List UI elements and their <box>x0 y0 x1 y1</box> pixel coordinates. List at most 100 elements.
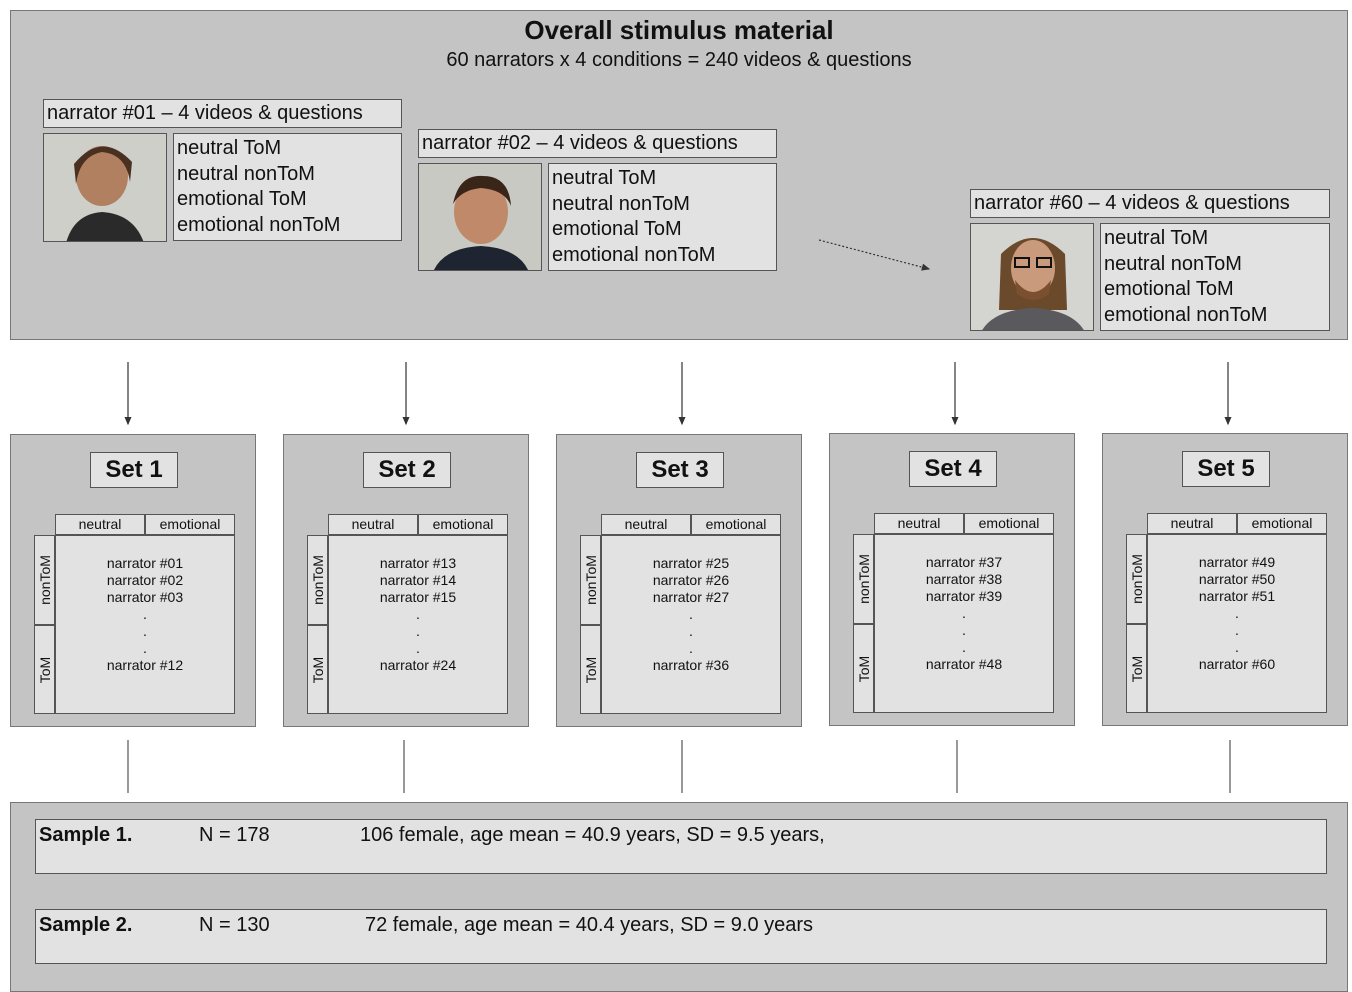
ellipsis-dots: ... <box>962 605 966 655</box>
condition-label: neutral ToM <box>552 167 657 189</box>
condition-label: emotional nonToM <box>1104 303 1268 326</box>
row-label: ToM <box>36 656 53 683</box>
set-title: Set 5 <box>1182 451 1270 487</box>
set-title: Set 4 <box>909 451 997 487</box>
ellipsis-dots: ... <box>416 606 420 656</box>
col-header-neutral: neutral <box>55 514 145 535</box>
row-header-tom: ToM <box>1126 624 1147 713</box>
narrator-entry: narrator #27 <box>652 589 730 605</box>
sample-description: 106 female, age mean = 40.9 years, SD = … <box>360 824 825 846</box>
col-header-neutral: neutral <box>1147 513 1237 534</box>
row-label: nonToM <box>36 555 53 605</box>
condition-label: emotional nonToM <box>177 213 341 236</box>
condition-label: neutral ToM <box>1104 227 1209 249</box>
narrator-01-photo <box>43 133 167 242</box>
narrator-entry: narrator #26 <box>652 572 730 588</box>
narrator-entry: narrator #14 <box>379 572 457 588</box>
row-header-tom: ToM <box>853 624 874 713</box>
set-title: Set 2 <box>363 452 451 488</box>
narrator-60-photo <box>970 223 1094 331</box>
col-header-emotional: emotional <box>691 514 781 535</box>
narrator-entry-last: narrator #24 <box>379 657 457 673</box>
narrator-entry: narrator #50 <box>1198 571 1276 587</box>
set-3-panel: Set 3 neutral emotional nonToM ToM narra… <box>556 434 802 727</box>
narrator-60-conditions: neutral ToM neutral nonToM emotional ToM… <box>1100 223 1330 331</box>
col-header-emotional: emotional <box>964 513 1054 534</box>
sample-1-row: Sample 1. N = 178 106 female, age mean =… <box>35 819 1327 874</box>
narrator-grid: narrator #01 narrator #02 narrator #03 .… <box>55 535 235 714</box>
col-header-neutral: neutral <box>328 514 418 535</box>
condition-label: emotional nonToM <box>552 243 716 266</box>
row-label: nonToM <box>855 554 872 604</box>
narrator-entry: narrator #39 <box>925 588 1003 604</box>
set-1-panel: Set 1 neutral emotional nonToM ToM narra… <box>10 434 256 727</box>
person-photo-icon <box>419 164 541 270</box>
row-label: nonToM <box>582 555 599 605</box>
sample-n: N = 178 <box>199 824 270 846</box>
diagram-subtitle: 60 narrators x 4 conditions = 240 videos… <box>446 49 912 71</box>
row-header-nontom: nonToM <box>1126 534 1147 624</box>
sample-description: 72 female, age mean = 40.4 years, SD = 9… <box>365 914 814 936</box>
row-label: nonToM <box>309 555 326 605</box>
person-photo-icon <box>44 134 166 241</box>
row-label: ToM <box>309 656 326 683</box>
stimulus-material-panel: Overall stimulus material 60 narrators x… <box>10 10 1348 340</box>
row-label: nonToM <box>1128 554 1145 604</box>
col-header-emotional: emotional <box>418 514 508 535</box>
narrator-02-conditions: neutral ToM neutral nonToM emotional ToM… <box>548 163 777 271</box>
narrator-entry: narrator #01 <box>106 555 184 571</box>
narrator-entry: narrator #51 <box>1198 588 1276 604</box>
continuation-arrow <box>818 239 931 271</box>
condition-label: neutral nonToM <box>177 162 315 185</box>
condition-label: emotional ToM <box>552 218 682 240</box>
diagram-title: Overall stimulus material <box>524 15 834 45</box>
narrator-01-conditions: neutral ToM neutral nonToM emotional ToM… <box>173 133 402 241</box>
sample-n: N = 130 <box>199 914 270 936</box>
condition-label: emotional ToM <box>177 188 307 210</box>
narrator-entry: narrator #03 <box>106 589 184 605</box>
narrator-grid: narrator #49 narrator #50 narrator #51 .… <box>1147 534 1327 713</box>
narrator-entry: narrator #02 <box>106 572 184 588</box>
set-5-panel: Set 5 neutral emotional nonToM ToM narra… <box>1102 433 1348 726</box>
narrator-entry-last: narrator #60 <box>1198 656 1276 672</box>
sample-2-row: Sample 2. N = 130 72 female, age mean = … <box>35 909 1327 964</box>
narrator-entry: narrator #49 <box>1198 554 1276 570</box>
narrator-entry: narrator #13 <box>379 555 457 571</box>
narrator-entry-last: narrator #12 <box>106 657 184 673</box>
row-header-nontom: nonToM <box>580 535 601 625</box>
narrator-entry-last: narrator #48 <box>925 656 1003 672</box>
narrator-entry: narrator #15 <box>379 589 457 605</box>
narrator-02-photo <box>418 163 542 271</box>
col-header-emotional: emotional <box>1237 513 1327 534</box>
narrator-grid: narrator #13 narrator #14 narrator #15 .… <box>328 535 508 714</box>
row-label: ToM <box>582 656 599 683</box>
condition-label: neutral nonToM <box>552 192 690 215</box>
row-header-tom: ToM <box>34 625 55 714</box>
narrator-entry: narrator #25 <box>652 555 730 571</box>
narrator-grid: narrator #25 narrator #26 narrator #27 .… <box>601 535 781 714</box>
col-header-neutral: neutral <box>874 513 964 534</box>
condition-label: neutral nonToM <box>1104 252 1242 275</box>
narrator-grid: narrator #37 narrator #38 narrator #39 .… <box>874 534 1054 713</box>
sample-label: Sample 2. <box>39 914 133 936</box>
row-header-tom: ToM <box>580 625 601 714</box>
row-label: ToM <box>855 655 872 682</box>
row-header-tom: ToM <box>307 625 328 714</box>
col-header-emotional: emotional <box>145 514 235 535</box>
narrator-entry: narrator #37 <box>925 554 1003 570</box>
set-title: Set 3 <box>636 452 724 488</box>
narrator-entry-last: narrator #36 <box>652 657 730 673</box>
ellipsis-dots: ... <box>143 606 147 656</box>
col-header-neutral: neutral <box>601 514 691 535</box>
sample-label: Sample 1. <box>39 824 133 846</box>
narrator-60-header: narrator #60 – 4 videos & questions <box>970 189 1330 218</box>
row-header-nontom: nonToM <box>853 534 874 624</box>
row-header-nontom: nonToM <box>34 535 55 625</box>
row-label: ToM <box>1128 655 1145 682</box>
set-2-panel: Set 2 neutral emotional nonToM ToM narra… <box>283 434 529 727</box>
set-title: Set 1 <box>90 452 178 488</box>
condition-label: emotional ToM <box>1104 278 1234 300</box>
narrator-01-header: narrator #01 – 4 videos & questions <box>43 99 402 128</box>
ellipsis-dots: ... <box>689 606 693 656</box>
